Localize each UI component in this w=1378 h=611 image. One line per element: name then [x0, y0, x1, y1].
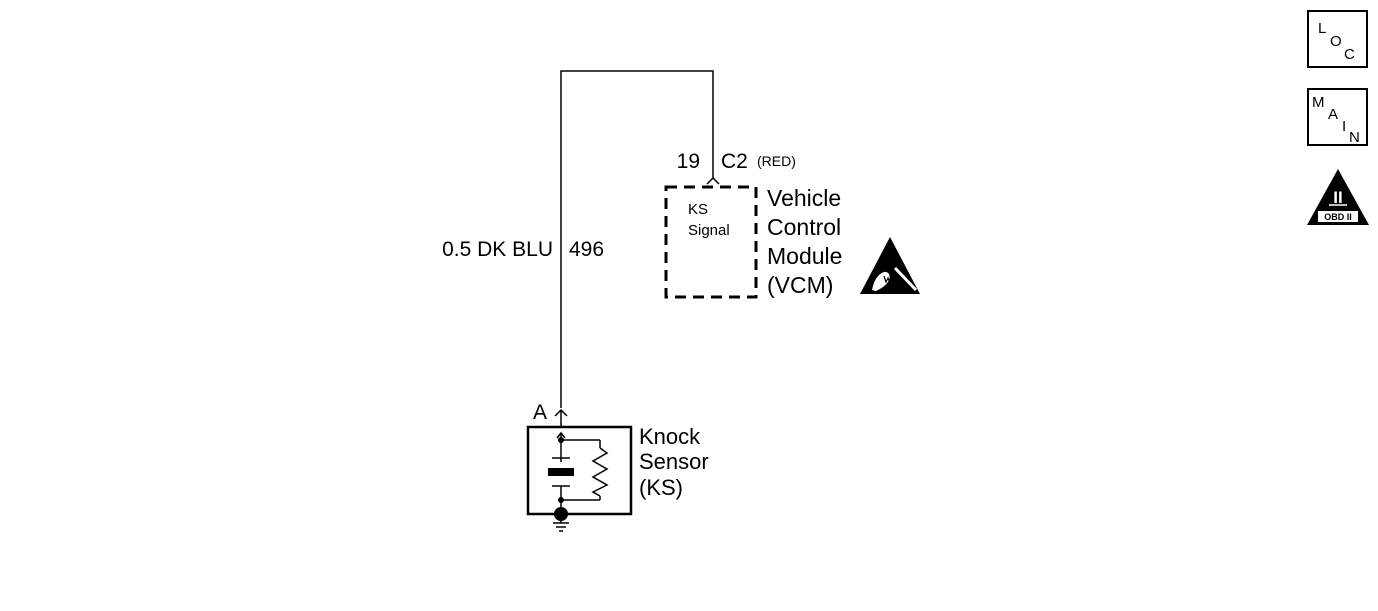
ks-name-line1: Knock [639, 424, 701, 449]
vcm-name-line1: Vehicle [767, 185, 841, 211]
vcm-connector-id: C2 [721, 150, 748, 173]
main-letter-a: A [1328, 106, 1338, 123]
esd-warning-icon [860, 237, 920, 294]
ground-icon [553, 507, 569, 532]
ks-terminal-label: A [533, 401, 547, 424]
obd-ii-label: OBD II [1324, 212, 1352, 222]
ks-signal-label-line1: KS [688, 201, 708, 218]
ks-name-line3: (KS) [639, 475, 683, 500]
knock-sensor-box [526, 425, 633, 516]
loc-letter-c: C [1344, 46, 1355, 63]
wire-gauge-color-label: 0.5 DK BLU [442, 238, 553, 261]
vcm-pin-number: 19 [677, 150, 700, 173]
vcm-name-line3: Module [767, 243, 842, 269]
main-letter-m: M [1312, 94, 1325, 111]
main-letter-i: I [1342, 118, 1346, 135]
wire-496 [560, 70, 714, 408]
main-letter-n: N [1349, 129, 1360, 146]
loc-letter-l: L [1318, 20, 1326, 37]
piezo-element-icon [548, 431, 609, 510]
main-button[interactable]: M A I N [1307, 88, 1369, 148]
loc-letter-o: O [1330, 33, 1342, 50]
obd-ii-mark: II [1333, 188, 1342, 207]
ks-signal-label-line2: Signal [688, 222, 730, 239]
vcm-connector-color: (RED) [757, 153, 796, 169]
wire-circuit-number: 496 [569, 238, 604, 261]
vcm-name-line2: Control [767, 214, 841, 240]
ks-name-line2: Sensor [639, 449, 709, 474]
vcm-name-line4: (VCM) [767, 272, 833, 298]
vcm-connector-chevron [706, 176, 720, 185]
obd-ii-button[interactable]: II OBD II [1305, 168, 1371, 228]
loc-button[interactable]: L O C [1307, 10, 1369, 70]
vcm-partial-box [664, 185, 758, 299]
